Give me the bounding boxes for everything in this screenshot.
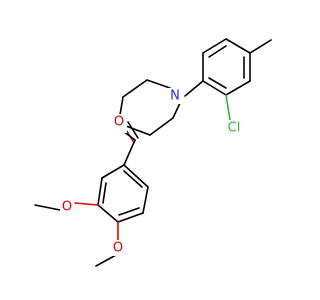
chlorine-atom: Cl [224, 120, 244, 136]
bond-group [34, 38, 272, 267]
aryl-bond [97, 177, 103, 206]
aryl-bond [142, 186, 149, 214]
aryl-bond [101, 164, 125, 179]
chlorine-bond [225, 94, 231, 121]
aryl-bond [225, 38, 251, 54]
nitrogen-top-atom: N [168, 88, 182, 104]
n-aryl-bond [184, 80, 204, 97]
piperazine-bond [172, 102, 181, 119]
methyl-bond [249, 39, 272, 54]
chlorine-label: Cl [228, 121, 241, 136]
piperazine-bond [122, 79, 148, 98]
piperazine-bond [125, 125, 151, 136]
aryl-bond [225, 80, 251, 96]
aryl-bond [123, 170, 143, 188]
aryl-bond [102, 182, 107, 204]
methoxy-oxygen-lower-atom: O [111, 240, 125, 256]
methoxy-oxygen-upper-atom: O [60, 199, 74, 215]
aryl-bond [117, 212, 144, 223]
methoxy-bond [74, 202, 99, 206]
piperazine-bond [119, 96, 124, 116]
piperazine-bond [149, 117, 174, 136]
carbonyl-aryl-bond [123, 139, 136, 166]
methoxy-methyl-bond [95, 254, 117, 267]
oxygen-label: O [114, 115, 124, 130]
nitrogen-label: N [170, 89, 180, 104]
carbonyl-oxygen-atom: O [112, 114, 126, 130]
molecule-diagram: N N O Cl O O [34, 38, 272, 267]
aryl-bond [123, 164, 149, 188]
methoxy-methyl-bond [34, 204, 61, 211]
piperazine-bond [146, 79, 171, 89]
aryl-bond [208, 45, 227, 58]
oxygen-label: O [62, 200, 72, 215]
aryl-bond [118, 207, 140, 216]
carbonyl-double-bond [127, 121, 139, 139]
atom-labels: N N O Cl O O [60, 88, 244, 256]
aryl-bond [97, 204, 119, 223]
aryl-bond [208, 77, 227, 89]
aryl-bond [202, 38, 227, 54]
aryl-bond [202, 80, 227, 96]
oxygen-label: O [113, 241, 123, 256]
